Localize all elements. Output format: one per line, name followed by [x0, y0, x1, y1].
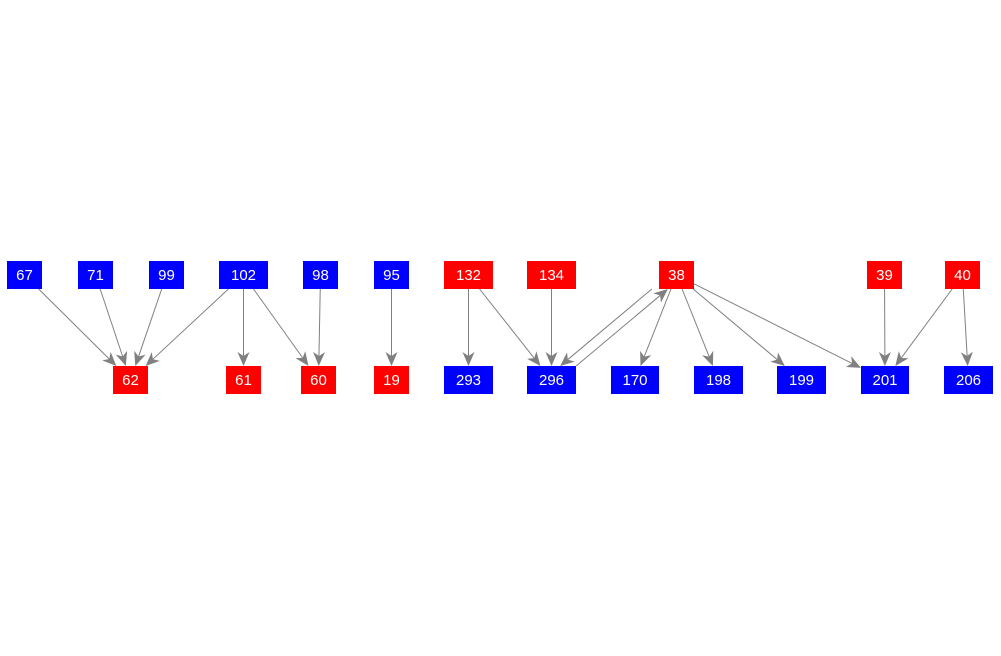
- edge-38-to-199: [692, 288, 785, 366]
- edge-line: [643, 288, 672, 357]
- arrowhead-icon: [545, 352, 558, 366]
- edge-296-to-38: [575, 289, 668, 367]
- node-61[interactable]: 61: [226, 366, 261, 394]
- edge-line: [318, 288, 321, 357]
- arrowhead-icon: [878, 351, 891, 366]
- edge-line: [567, 288, 653, 360]
- node-206[interactable]: 206: [944, 366, 993, 394]
- edge-line: [99, 288, 124, 357]
- node-40[interactable]: 40: [945, 261, 980, 289]
- edge-134-to-296: [545, 289, 558, 366]
- edge-38-to-198: [681, 288, 714, 366]
- edge-39-to-201: [878, 288, 891, 366]
- arrowhead-icon: [385, 352, 398, 366]
- edge-line: [479, 288, 535, 359]
- arrowhead-icon: [895, 351, 909, 366]
- edge-95-to-19: [385, 289, 398, 366]
- edge-40-to-206: [960, 288, 973, 366]
- node-39[interactable]: 39: [867, 261, 902, 289]
- arrowhead-icon: [527, 351, 541, 366]
- node-99[interactable]: 99: [149, 261, 184, 289]
- arrowhead-icon: [653, 289, 668, 303]
- edge-line: [138, 288, 163, 357]
- node-62[interactable]: 62: [113, 366, 148, 394]
- arrowhead-icon: [770, 352, 785, 366]
- edge-38-to-170: [640, 288, 672, 366]
- node-98[interactable]: 98: [303, 261, 338, 289]
- node-134[interactable]: 134: [527, 261, 576, 289]
- edge-99-to-62: [134, 288, 163, 366]
- edge-line: [575, 295, 661, 367]
- edge-line: [253, 288, 304, 359]
- edge-line: [900, 288, 953, 359]
- arrowhead-icon: [237, 352, 250, 366]
- edge-102-to-60: [253, 288, 309, 366]
- node-60[interactable]: 60: [301, 366, 336, 394]
- node-19[interactable]: 19: [374, 366, 409, 394]
- edge-line: [38, 288, 110, 360]
- arrowhead-icon: [702, 350, 714, 366]
- node-38[interactable]: 38: [659, 261, 694, 289]
- edge-line: [693, 283, 853, 364]
- arrowhead-icon: [845, 356, 861, 368]
- arrowhead-icon: [313, 351, 326, 366]
- edge-98-to-60: [313, 288, 326, 366]
- arrowhead-icon: [295, 351, 309, 366]
- edge-71-to-62: [99, 288, 128, 366]
- edge-line: [692, 288, 778, 360]
- edge-38-to-296: [560, 288, 653, 366]
- edge-67-to-62: [38, 288, 117, 366]
- node-132[interactable]: 132: [444, 261, 493, 289]
- edge-102-to-61: [237, 289, 250, 366]
- edge-40-to-201: [895, 288, 953, 366]
- arrowhead-icon: [134, 350, 146, 366]
- node-198[interactable]: 198: [694, 366, 743, 394]
- arrowhead-icon: [640, 350, 652, 366]
- edge-132-to-296: [479, 288, 541, 366]
- node-67[interactable]: 67: [7, 261, 42, 289]
- edge-102-to-62: [145, 288, 229, 366]
- node-296[interactable]: 296: [527, 366, 576, 394]
- node-95[interactable]: 95: [374, 261, 409, 289]
- node-293[interactable]: 293: [444, 366, 493, 394]
- arrowhead-icon: [560, 352, 575, 366]
- arrowhead-icon: [102, 351, 117, 366]
- node-201[interactable]: 201: [861, 366, 909, 394]
- arrowhead-icon: [145, 352, 160, 366]
- edge-line: [962, 288, 968, 357]
- edge-line: [681, 288, 710, 357]
- edge-132-to-293: [462, 289, 475, 366]
- node-199[interactable]: 199: [777, 366, 826, 394]
- arrowhead-icon: [960, 351, 973, 366]
- edge-line: [152, 288, 229, 360]
- node-170[interactable]: 170: [611, 366, 659, 394]
- node-102[interactable]: 102: [219, 261, 268, 289]
- arrowhead-icon: [462, 352, 475, 366]
- arrowhead-icon: [115, 350, 128, 366]
- edge-38-to-201: [693, 283, 861, 368]
- node-71[interactable]: 71: [78, 261, 113, 289]
